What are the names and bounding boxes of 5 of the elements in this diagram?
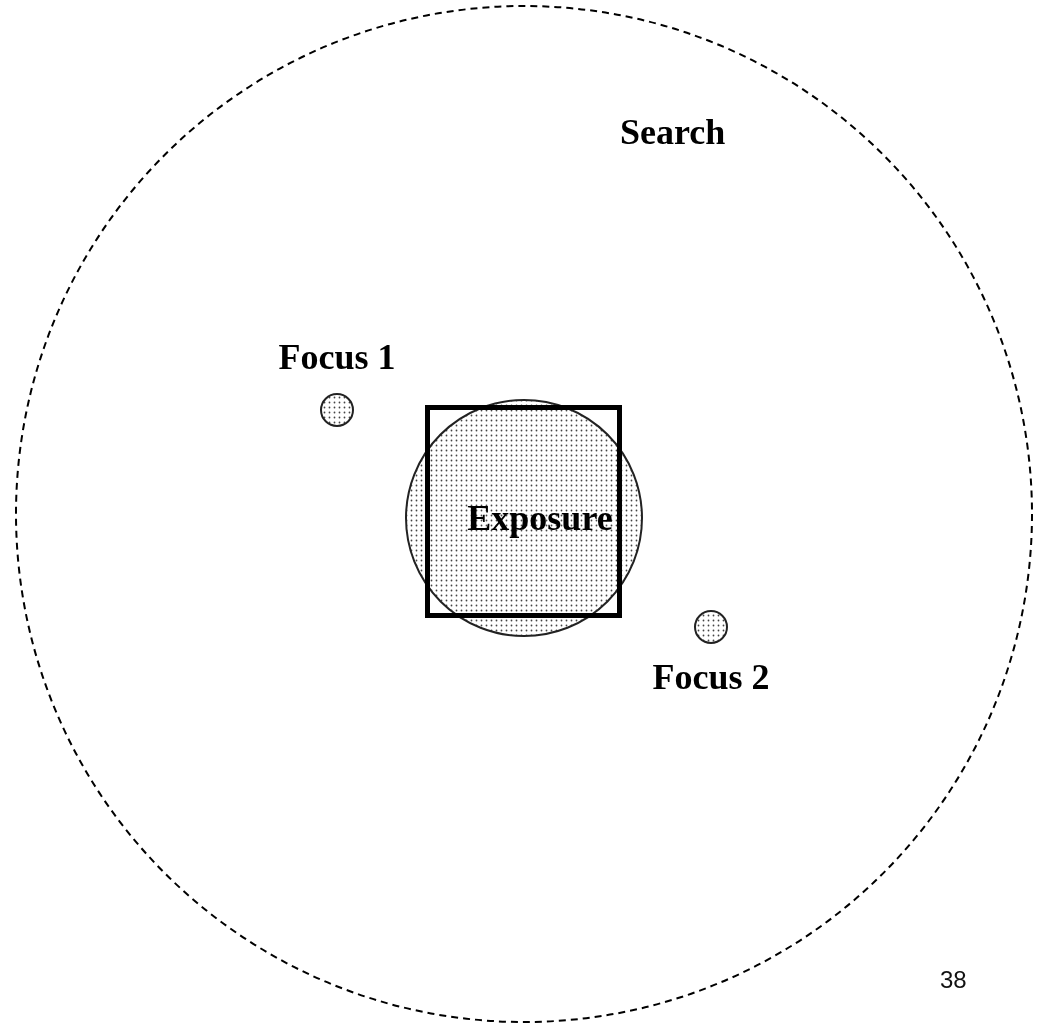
page-number: 38 — [940, 966, 967, 994]
area-label: Focus 1 — [277, 336, 397, 379]
region-label: Search — [620, 111, 727, 154]
area-label: Focus 2 — [651, 656, 771, 699]
area-label: Exposure — [466, 497, 614, 540]
